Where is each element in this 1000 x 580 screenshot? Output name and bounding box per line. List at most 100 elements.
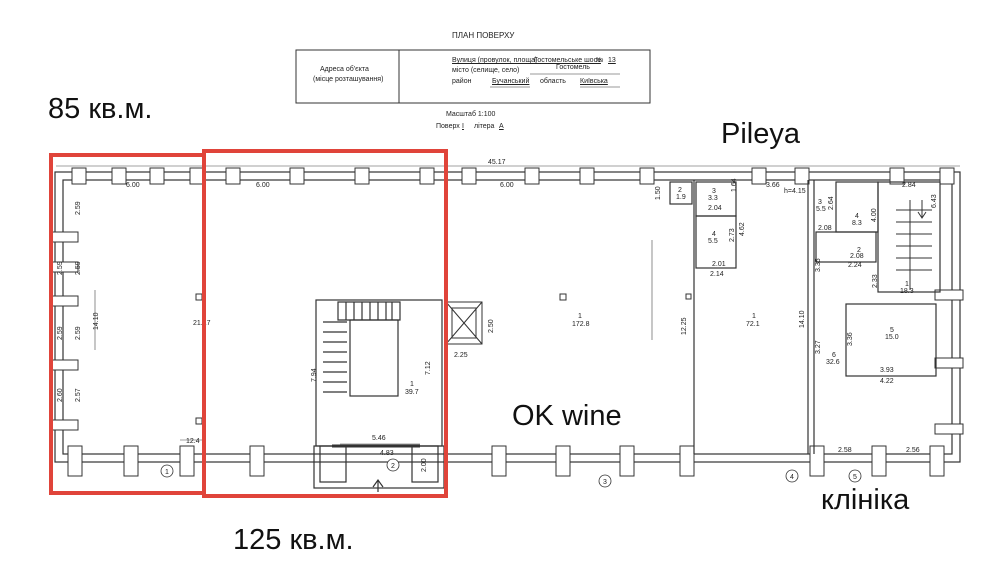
dim-bottom-12: 12.4 [186,438,200,445]
district-label: район [452,78,472,85]
dim-stair-w: 5.46 [372,435,386,442]
dim-stair-h2: 7.12 [425,361,432,375]
entrance-number: 2 [391,463,395,470]
room-area: 39.7 [405,389,419,396]
street-value: Гостомельське шосе [534,57,601,64]
letter-value: А [499,123,504,130]
dim-r264: 2.64 [828,196,835,210]
street-label: Вулиця (провулок, площа) [452,57,538,64]
room-area: 3.3 [708,195,718,202]
dim-mid-17: 21.17 [193,320,211,327]
entrance-markers [160,458,862,488]
highlight-125 [202,149,448,498]
dim-okwine-h: 12.25 [681,317,688,335]
room-num: 3 [818,199,822,206]
room-area: 18.3 [900,288,914,295]
dim-left-5: 2.59 [75,326,82,340]
left-piers [49,231,964,435]
top-windows [71,167,955,185]
room-num: 4 [712,231,716,238]
dim-r284: 2.84 [902,182,916,189]
dimension-labels: 45.17 6.00 6.00 6.00 2.59 2.59 2.59 2.59… [57,159,938,472]
dim-left-1: 2.59 [75,201,82,215]
dim-r224: 2.24 [848,262,862,269]
dim-r3-204: 2.04 [708,205,722,212]
dim-r3-164: 1.64 [731,178,738,192]
dim-r2-w: 2.01 [712,261,726,268]
dim-r1-150: 1.50 [655,186,662,200]
address-label-2: (місце розташування) [313,76,384,83]
tenant-pileya: Pileya [721,118,800,150]
dim-left-3: 2.59 [75,261,82,275]
dim-total-width: 45.17 [488,159,506,166]
dim-left-7: 2.57 [75,388,82,402]
dim-seg3: 6.00 [500,182,514,189]
entrance-number: 1 [165,469,169,476]
dim-shaft-w: 2.25 [454,352,468,359]
dim-r462: 4.62 [739,222,746,236]
dim-r273: 2.73 [729,228,736,242]
room-num: 1 [410,381,414,388]
room-num: 4 [855,213,859,220]
highlight-85 [49,153,206,495]
dim-r643: 6.43 [931,194,938,208]
dim-height-main: 14.10 [93,312,100,330]
tenant-clinic: клініка [821,484,910,516]
room-num: 2 [857,247,861,254]
room-num: 5 [890,327,894,334]
entrance-numbers: 1 2 3 4 5 [165,463,857,486]
interior-walls [669,180,941,454]
dim-r400: 4.00 [871,208,878,222]
dim-r233: 2.33 [872,274,879,288]
number-value: 13 [608,57,616,64]
dim-entry-w: 4.83 [380,450,394,457]
dim-r422: 4.22 [880,378,894,385]
area-125-label: 125 кв.м. [233,524,354,556]
tenant-okwine: OK wine [512,400,622,432]
room-num: 6 [832,352,836,359]
plan-title: ПЛАН ПОВЕРХУ [452,31,515,40]
dim-left-2: 2.59 [57,261,64,275]
title-block-frame [295,49,651,104]
room-area: 8.3 [852,220,862,227]
dim-left-4: 2.59 [57,326,64,340]
outer-walls [54,171,961,463]
room-area: 15.0 [885,334,899,341]
room-num: 3 [712,188,716,195]
floor-value: І [462,123,464,130]
dim-seg2: 6.00 [256,182,270,189]
room-area: 1.9 [676,194,686,201]
title-underlines [490,73,620,88]
district-value: Бучанський [492,78,530,85]
dim-room72-h: 14.10 [799,310,806,328]
dim-room72-w: 2.14 [710,271,724,278]
dim-r393: 3.93 [880,367,894,374]
number-label: № [596,57,604,64]
dimension-lines [56,165,960,445]
dim-r208b: 2.08 [850,253,864,260]
dim-r336: 3.36 [847,332,854,346]
address-label-1: Адреса об'єкта [320,66,369,73]
entrance-number: 3 [603,479,607,486]
dim-r258: 2.58 [838,447,852,454]
dim-h415: h=4.15 [784,188,806,195]
dim-r366: 3.66 [766,182,780,189]
dim-seg1: 6.00 [126,182,140,189]
city-value: Гостомель [556,64,590,71]
dim-shaft-h: 2.50 [488,319,495,333]
room-area: 5.5 [816,206,826,213]
room-area: 172.8 [572,321,590,328]
letter-label: літера [474,123,495,130]
bottom-piers [67,445,945,477]
entrance-number: 5 [853,474,857,481]
dim-entry-d: 2.00 [421,458,428,472]
region-value: Київська [580,78,608,85]
clinic-stair [896,200,932,290]
room-area: 72.1 [746,321,760,328]
dim-r327: 3.27 [815,340,822,354]
room-num: 2 [678,187,682,194]
floor-label: Поверх [436,123,460,130]
dim-stair-h1: 7.94 [311,368,318,382]
scale-label: Масштаб 1:100 [446,111,496,118]
room-labels: 1 172.8 1 72.1 1 39.7 2 1.9 3 3.3 4 5.5 … [405,187,914,396]
